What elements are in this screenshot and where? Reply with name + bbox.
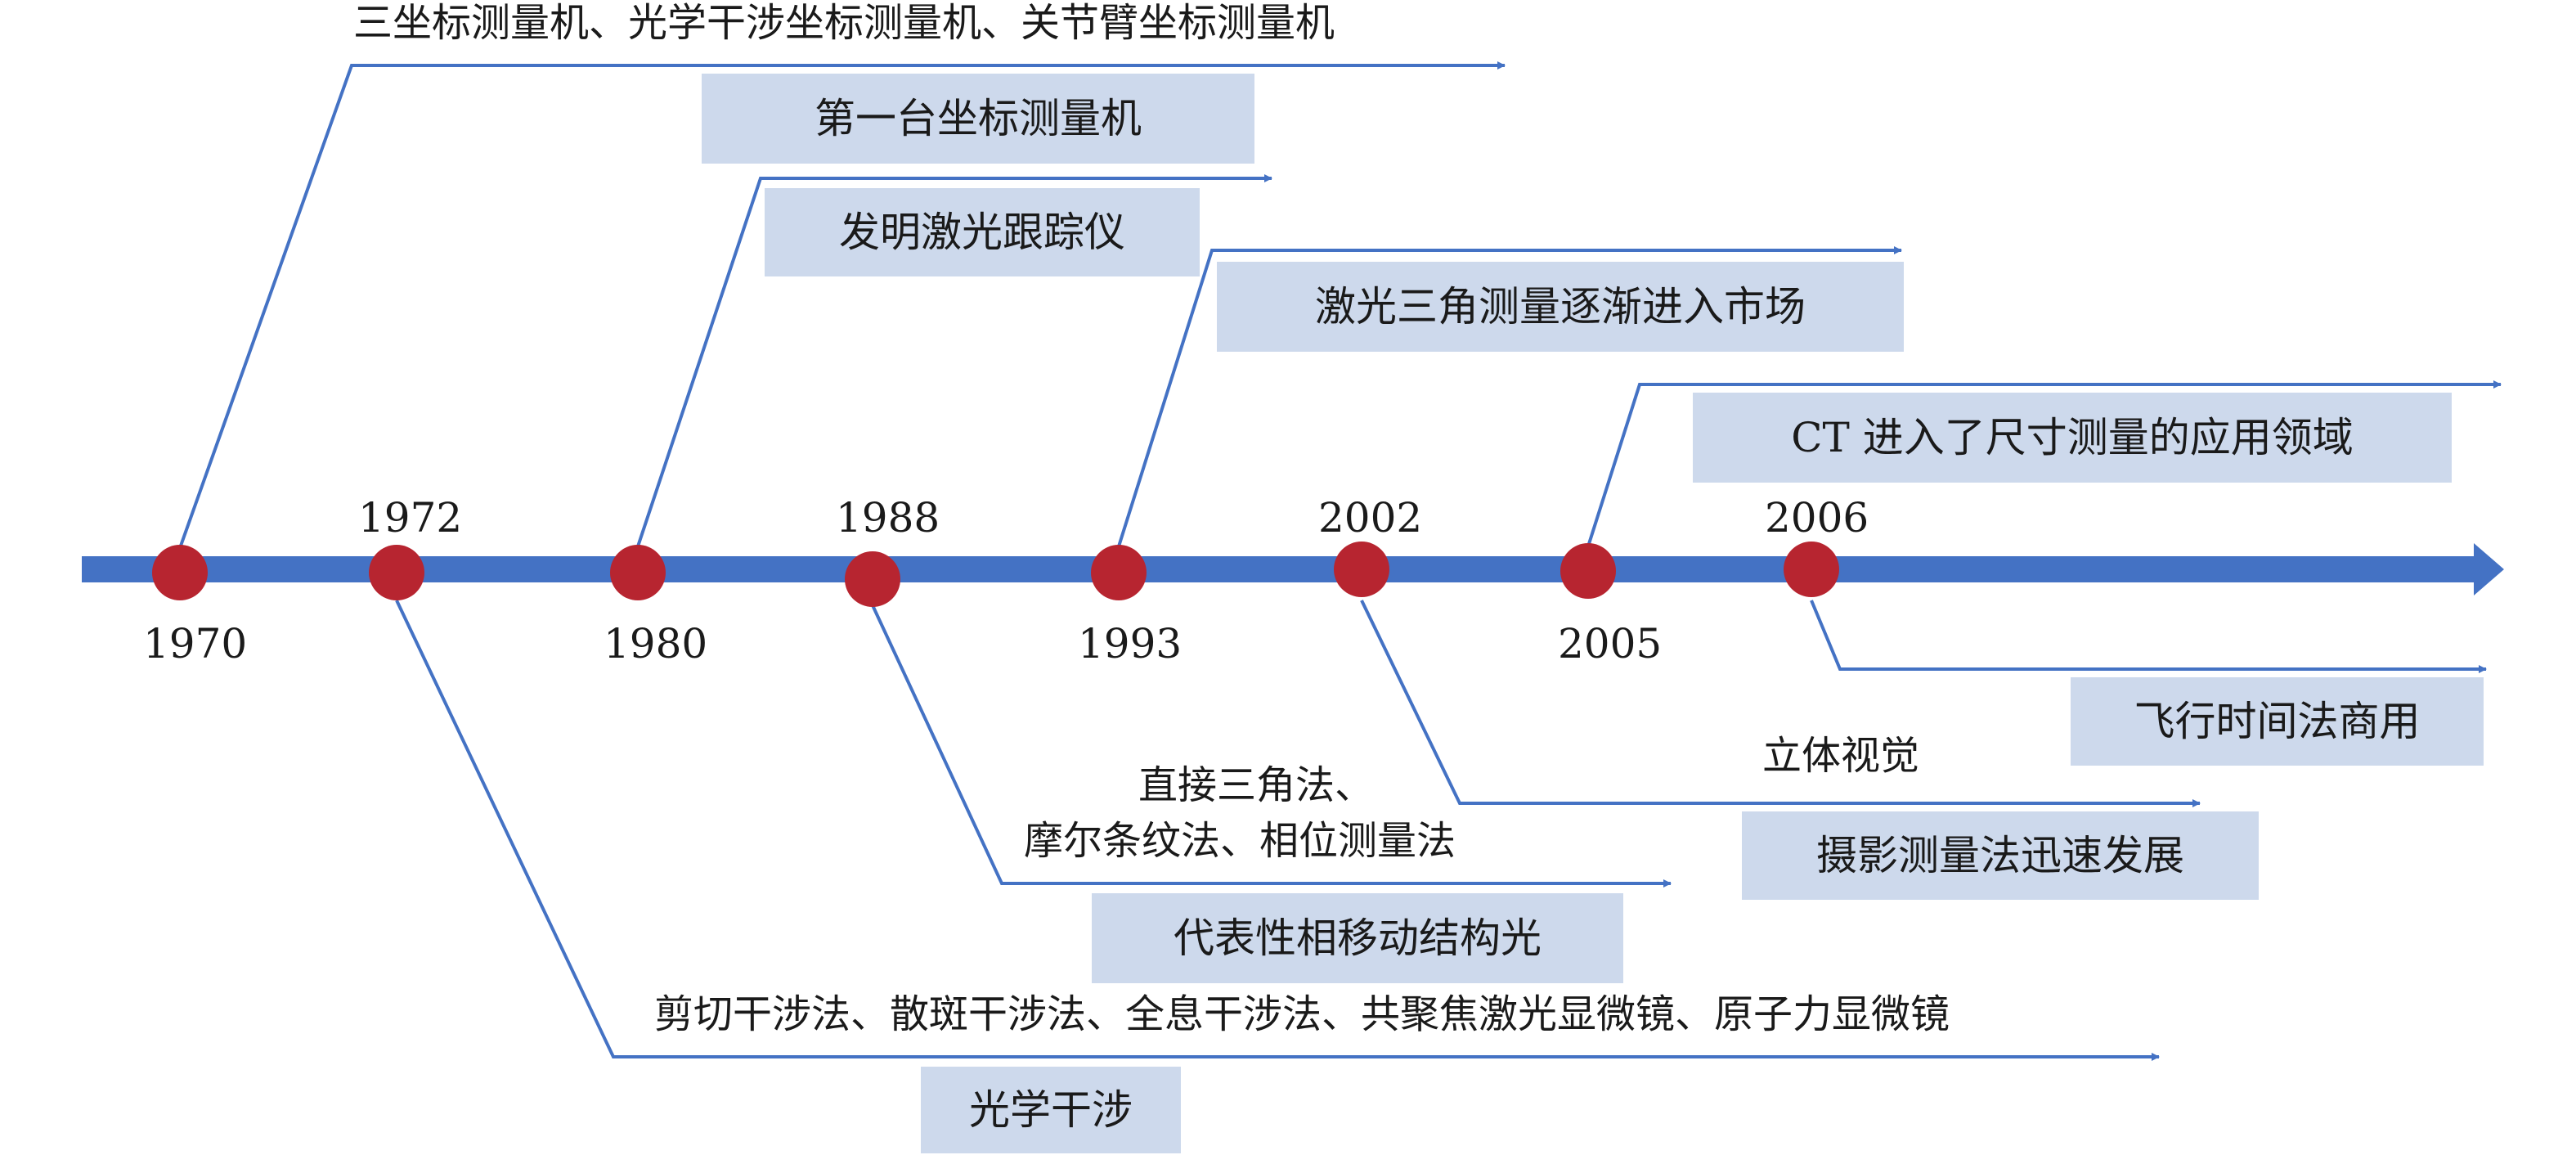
milestone-box-1980: 发明激光跟踪仪 bbox=[765, 188, 1200, 276]
milestone-box-2005: CT 进入了尺寸测量的应用领域 bbox=[1693, 393, 2452, 483]
milestone-box-2002: 摄影测量法迅速发展 bbox=[1742, 811, 2259, 900]
milestone-box-1970: 第一台坐标测量机 bbox=[702, 74, 1254, 164]
category-label-1970: 三坐标测量机、光学干涉坐标测量机、关节臂坐标测量机 bbox=[353, 0, 1335, 46]
year-label-2002: 2002 bbox=[1318, 494, 1423, 542]
marker-1970 bbox=[152, 545, 208, 600]
marker-2005 bbox=[1560, 543, 1616, 599]
connectors-below bbox=[395, 600, 2487, 1061]
connector-1988 bbox=[871, 604, 1672, 888]
connector-1970 bbox=[178, 61, 1506, 549]
category-label-2002: 立体视觉 bbox=[1762, 733, 1920, 779]
year-label-1972: 1972 bbox=[358, 494, 463, 542]
marker-1980 bbox=[610, 545, 666, 600]
connector-2006 bbox=[1810, 600, 2487, 673]
year-label-1993: 1993 bbox=[1078, 620, 1183, 667]
milestone-box-1988: 代表性相移动结构光 bbox=[1092, 893, 1623, 983]
marker-2002 bbox=[1334, 542, 1389, 597]
marker-2006 bbox=[1784, 542, 1839, 597]
year-label-1980: 1980 bbox=[604, 620, 708, 667]
category-label-1972: 剪切干涉法、散斑干涉法、全息干涉法、共聚焦激光显微镜、原子力显微镜 bbox=[654, 991, 1950, 1037]
year-label-2005: 2005 bbox=[1558, 620, 1663, 667]
connector-1993 bbox=[1117, 246, 1902, 547]
marker-1993 bbox=[1091, 545, 1147, 600]
marker-1988 bbox=[845, 551, 900, 607]
connector-1972 bbox=[395, 600, 2160, 1061]
connector-1980 bbox=[636, 174, 1272, 547]
connector-2005 bbox=[1586, 380, 2502, 547]
milestone-box-1993: 激光三角测量逐渐进入市场 bbox=[1217, 262, 1904, 352]
year-markers bbox=[152, 542, 1839, 607]
connector-2002 bbox=[1360, 600, 2201, 807]
category-label-1988-line2: 摩尔条纹法、相位测量法 bbox=[1024, 818, 1456, 864]
category-label-1988-line1: 直接三角法、 bbox=[1138, 762, 1375, 808]
year-label-2006: 2006 bbox=[1765, 494, 1869, 542]
marker-1972 bbox=[369, 545, 424, 600]
connectors-above bbox=[178, 61, 2502, 549]
year-label-1970: 1970 bbox=[143, 620, 248, 667]
milestone-box-1972: 光学干涉 bbox=[921, 1067, 1181, 1153]
timeline-axis-arrow bbox=[82, 543, 2504, 595]
milestone-box-2006: 飞行时间法商用 bbox=[2071, 677, 2484, 766]
year-label-1988: 1988 bbox=[836, 494, 940, 542]
